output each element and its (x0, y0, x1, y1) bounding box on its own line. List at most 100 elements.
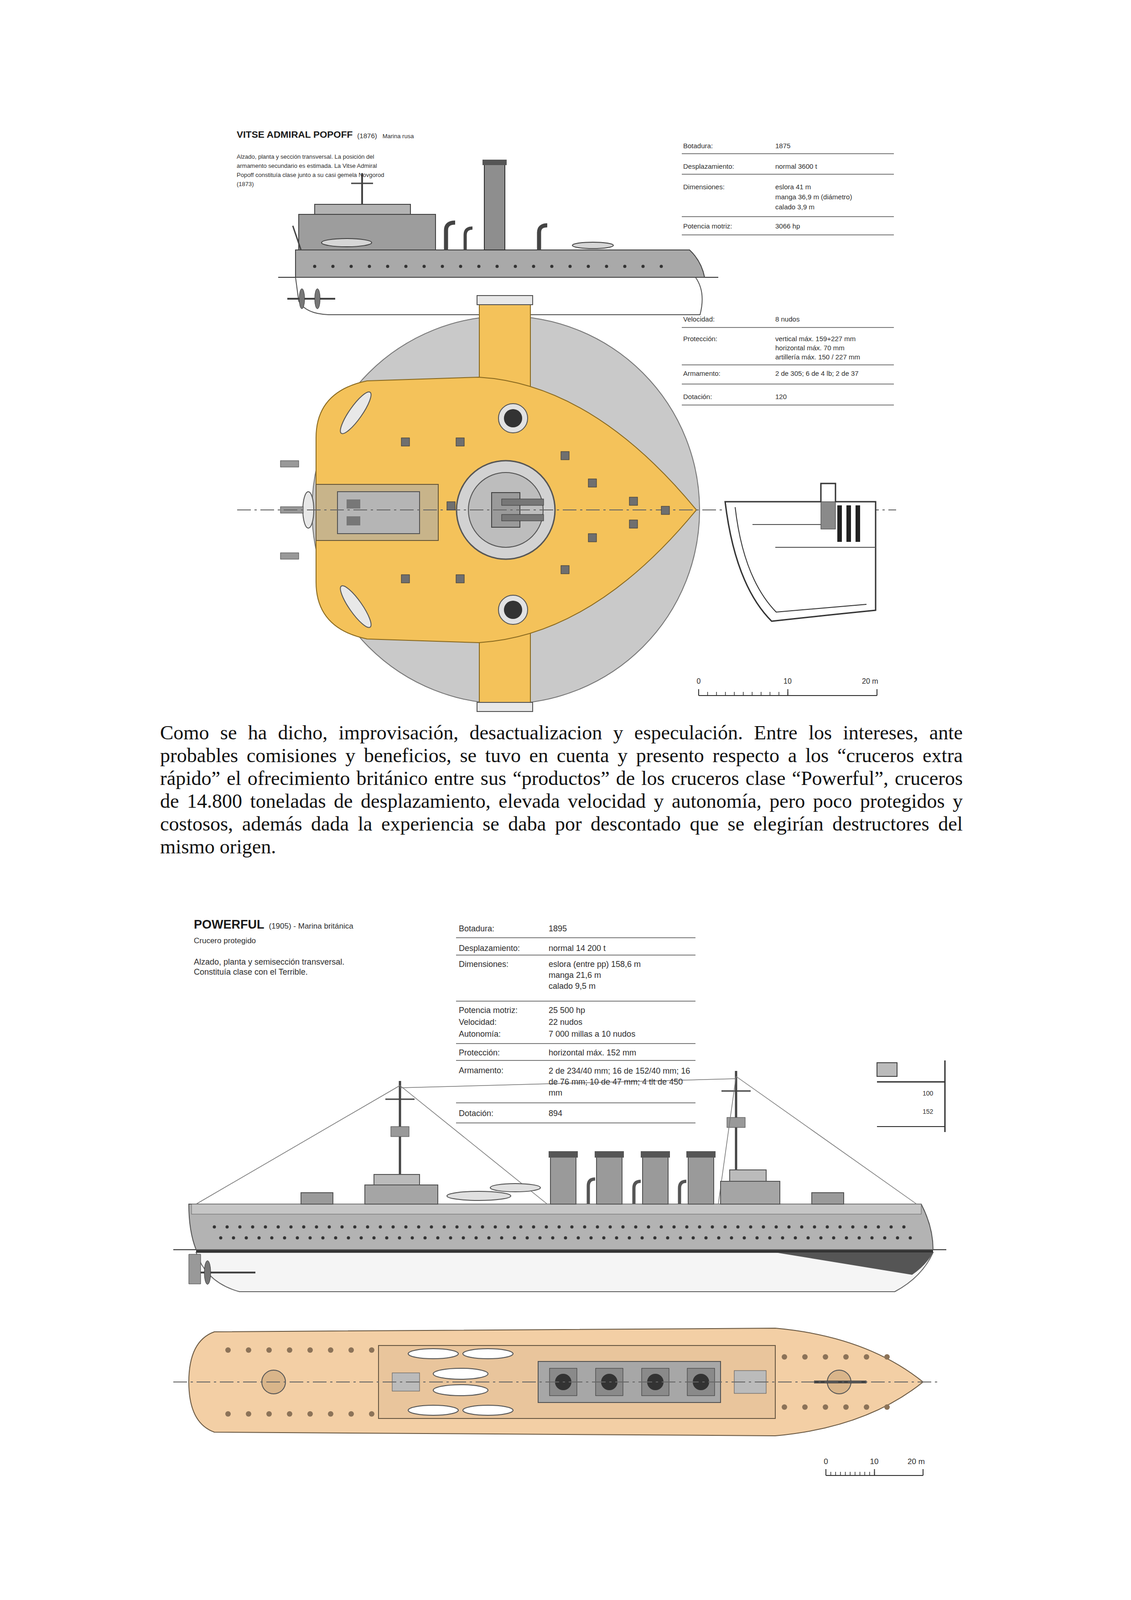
spec-value: 2 de 305; 6 de 4 lb; 2 de 37 (775, 368, 859, 379)
table-rule (456, 1122, 696, 1124)
porthole (519, 1225, 523, 1229)
powerful-elevation-part (550, 1154, 576, 1204)
deck-fitting (802, 1404, 808, 1410)
spec-value: 120 (775, 392, 787, 402)
porthole (602, 1236, 606, 1240)
spec-label: Autonomía: (458, 1028, 501, 1039)
deck-fitting (245, 1347, 252, 1353)
deck-fitting (843, 1404, 849, 1410)
scale-bar-part (864, 1471, 866, 1476)
porthole (372, 1236, 376, 1240)
popoff-plan-part (501, 514, 544, 521)
scale-bar (698, 689, 877, 696)
spec-label: Protección: (683, 334, 718, 344)
porthole (583, 1225, 587, 1229)
porthole (321, 1236, 325, 1240)
spec-value: 894 (548, 1108, 563, 1119)
porthole (813, 1225, 817, 1229)
deck-hatch (456, 437, 465, 447)
porthole (845, 1236, 849, 1240)
spec-label: Desplazamiento: (458, 943, 520, 954)
porthole (468, 1225, 472, 1229)
powerful-elevation-part (548, 1151, 578, 1158)
porthole (410, 1236, 415, 1240)
powerful-semi-section-part (876, 1125, 945, 1127)
popoff-plan-part (337, 491, 420, 534)
porthole (538, 1236, 542, 1240)
powerful-elevation-part (688, 1154, 714, 1204)
porthole (883, 1236, 887, 1240)
spec-label: Velocidad: (683, 314, 715, 324)
popoff-plan-part (316, 484, 439, 541)
porthole (481, 1225, 485, 1229)
porthole (710, 1225, 715, 1229)
scale-bar-part (715, 691, 717, 696)
scale-bar-part (869, 1471, 871, 1476)
table-rule (681, 153, 894, 155)
spec-label: Armamento: (683, 368, 721, 379)
porthole (366, 1225, 370, 1229)
popoff-elevation-part (539, 225, 548, 250)
porthole (334, 1236, 338, 1240)
porthole (608, 1225, 613, 1229)
porthole (449, 1236, 453, 1240)
powerful-plan-part (462, 1348, 514, 1359)
powerful-elevation-part (385, 1098, 415, 1100)
porthole (736, 1225, 740, 1229)
table-rule (681, 383, 894, 385)
porthole (276, 1225, 281, 1229)
deck-hatch (629, 497, 638, 506)
popoff-elevation-part (572, 242, 614, 249)
spec-label: Desplazamiento: (683, 161, 735, 172)
porthole (368, 264, 372, 269)
powerful-elevation-part (686, 1151, 716, 1158)
popoff-plan-part (280, 552, 299, 560)
launch-year-navy: (1905) - Marina británica (269, 921, 354, 931)
powerful-elevation-part (811, 1192, 844, 1204)
porthole (391, 1225, 395, 1229)
powerful-elevation-part (775, 1252, 934, 1275)
porthole (353, 1225, 357, 1229)
porthole (385, 1236, 389, 1240)
spec-value: 3066 hp (775, 221, 800, 231)
deck-fitting (266, 1347, 272, 1353)
porthole (430, 1225, 434, 1229)
porthole (225, 1225, 229, 1229)
porthole (800, 1225, 804, 1229)
deck-fitting (863, 1404, 870, 1410)
deck-fitting (266, 1411, 272, 1417)
popoff-plan-part (498, 403, 528, 433)
porthole (474, 1236, 478, 1240)
porthole (653, 1236, 657, 1240)
porthole (315, 1225, 319, 1229)
powerful-plan-part (408, 1348, 459, 1359)
porthole (487, 1236, 491, 1240)
porthole (349, 264, 353, 269)
porthole (876, 1225, 881, 1229)
ship-name: VITSE ADMIRAL POPOFF (236, 128, 353, 141)
deck-fitting (307, 1411, 313, 1417)
porthole (551, 1236, 555, 1240)
table-rule (456, 1000, 696, 1002)
porthole (398, 1236, 402, 1240)
porthole (742, 1236, 747, 1240)
deck-hatch (588, 478, 597, 488)
ship-name: POWERFUL (193, 916, 265, 933)
popoff-plan-part (479, 300, 531, 388)
spec-value: manga 21,6 m (548, 970, 602, 981)
porthole (423, 1236, 427, 1240)
scale-bar-part (698, 689, 700, 696)
porthole (506, 1225, 510, 1229)
porthole (774, 1225, 779, 1229)
powerful-plan-part (408, 1405, 459, 1416)
porthole (550, 264, 554, 269)
scale-bar-part (760, 691, 762, 696)
spec-value: eslora (entre pp) 158,6 m (548, 959, 641, 970)
popoff-elevation-part (299, 288, 305, 309)
spec-value: horizontal máx. 152 mm (548, 1047, 637, 1058)
porthole (436, 1236, 440, 1240)
popoff-elevation-part (287, 297, 336, 300)
deck-fitting (843, 1354, 849, 1360)
deck-hatch (560, 565, 570, 574)
